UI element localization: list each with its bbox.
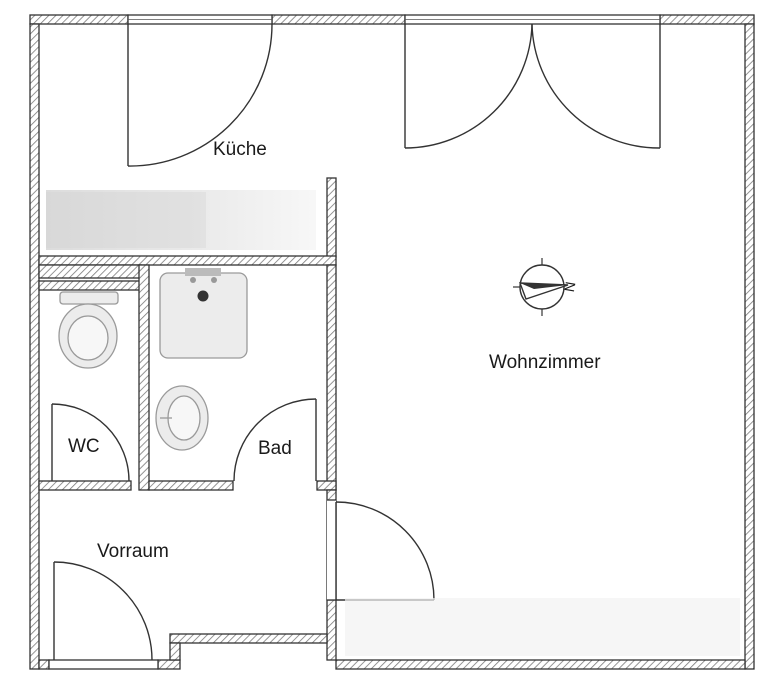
kitchen-window-sash — [127, 23, 273, 167]
wall-wc-bath — [138, 264, 150, 491]
compass-north-letter: N — [561, 280, 579, 293]
wall-left — [29, 23, 40, 670]
floor-texture — [345, 598, 740, 656]
room-label-hall: Vorraum — [97, 541, 169, 562]
bath-door — [233, 398, 317, 482]
kitchen-counter — [46, 190, 316, 250]
entrance-door — [53, 561, 153, 661]
wall-bath-bottom-a — [148, 480, 234, 491]
wall-bath-right — [326, 264, 337, 491]
wall-wc-bottom — [38, 480, 132, 491]
toilet — [58, 291, 119, 369]
wall-bath-bottom-b — [316, 480, 337, 491]
wall-top-middle — [271, 14, 406, 25]
wall-bottom-hall-left — [38, 659, 50, 670]
wall-wc-top — [38, 264, 142, 279]
living-side-door — [335, 501, 435, 601]
room-label-kitchen: Küche — [213, 139, 267, 160]
washbasin — [155, 385, 209, 451]
doors — [51, 23, 661, 661]
wall-wc-top-inner — [38, 280, 142, 291]
door-opening-living — [327, 500, 336, 600]
room-label-bath: Bad — [258, 438, 292, 459]
wall-top-right — [659, 14, 755, 25]
wall-kitchen-living — [326, 177, 337, 258]
living-double-door — [404, 23, 661, 149]
wall-right — [744, 23, 755, 670]
shower-tray — [159, 268, 248, 359]
wall-hall-step — [169, 642, 181, 661]
wall-kitchen-bottom — [38, 255, 337, 266]
wall-top-left — [29, 14, 129, 25]
entrance-threshold — [48, 659, 159, 670]
wall-hall-right-lower — [326, 599, 337, 661]
wall-bottom-hall-right — [157, 659, 181, 670]
wc-door — [51, 403, 130, 482]
wall-hall-bottom-inner — [169, 633, 328, 644]
compass-icon — [513, 258, 569, 316]
wall-bottom-living — [335, 659, 746, 670]
room-label-living: Wohnzimmer — [489, 352, 601, 373]
room-label-wc: WC — [68, 436, 100, 457]
outer-walls — [29, 14, 755, 670]
